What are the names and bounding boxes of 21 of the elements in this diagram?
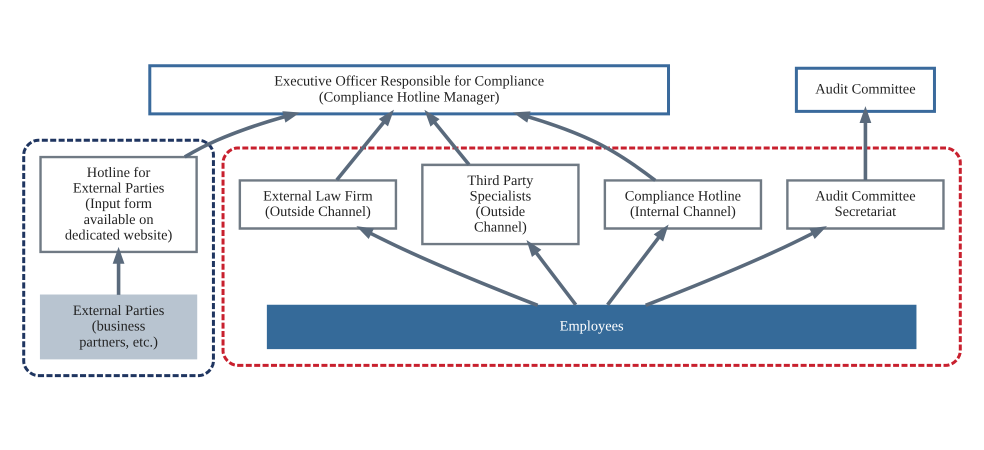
node-box: Third Party Specialists (Outside Channel) bbox=[421, 163, 580, 245]
arrow bbox=[356, 226, 538, 306]
node-box: Audit Committee bbox=[794, 66, 936, 112]
arrow bbox=[424, 109, 470, 166]
arrow bbox=[645, 226, 827, 306]
arrow bbox=[335, 109, 394, 181]
arrow bbox=[184, 110, 300, 158]
arrow bbox=[512, 110, 656, 182]
arrow bbox=[526, 239, 578, 306]
node-box: Hotline for External Parties (Input form available on dedicated website) bbox=[39, 155, 198, 253]
node-box: Executive Officer Responsible for Compliance (Compliance Hotline Manager) bbox=[148, 64, 670, 115]
node-box: Employees bbox=[266, 304, 916, 349]
cluster bbox=[22, 138, 215, 377]
node-box: External Parties (business partners, etc.) bbox=[40, 294, 198, 359]
node-box: Audit Committee Secretariat bbox=[786, 178, 945, 230]
node-box: External Law Firm (Outside Channel) bbox=[238, 178, 398, 230]
node-box: Compliance Hotline (Internal Channel) bbox=[604, 178, 762, 230]
arrow bbox=[112, 246, 124, 294]
cluster bbox=[222, 146, 962, 366]
arrow bbox=[606, 224, 669, 306]
arrow bbox=[860, 106, 872, 180]
